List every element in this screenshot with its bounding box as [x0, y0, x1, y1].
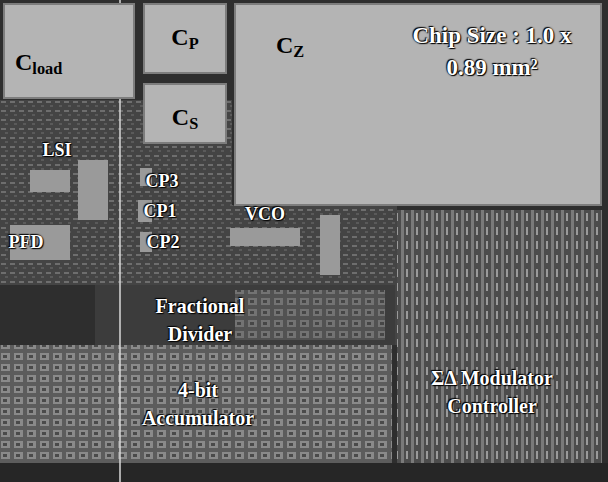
capacitor-block: CS	[143, 83, 227, 144]
capacitor-name: CZ	[276, 33, 304, 60]
capacitor-name: CS	[172, 105, 198, 132]
capacitor-name: CP	[171, 25, 198, 52]
block-label: PFD	[3, 230, 49, 255]
die-edge	[0, 463, 608, 482]
block-label: LSI	[27, 138, 87, 163]
vco-area	[232, 205, 397, 345]
capacitor-name: Cload	[15, 50, 62, 77]
block-label: 4-bit Accumulator	[128, 376, 268, 432]
block-label: Fractional Divider	[135, 292, 265, 348]
divider-cells	[235, 290, 385, 340]
block-label: ΣΔ Modulator Controller	[407, 364, 577, 420]
block-label: VCO	[235, 202, 295, 227]
capacitor-block: CP	[143, 3, 227, 74]
chip-size-note: Chip Size : 1.0 x 0.89 mm²	[405, 20, 580, 84]
modulator-cells	[397, 210, 602, 465]
block-label: CP1	[130, 199, 190, 224]
analog-area	[0, 100, 232, 285]
capacitor-block: Cload	[3, 3, 135, 99]
block-label: CP3	[132, 169, 192, 194]
block-label: CP2	[133, 230, 193, 255]
accumulator-cells	[0, 345, 392, 463]
divider-area	[95, 285, 395, 345]
